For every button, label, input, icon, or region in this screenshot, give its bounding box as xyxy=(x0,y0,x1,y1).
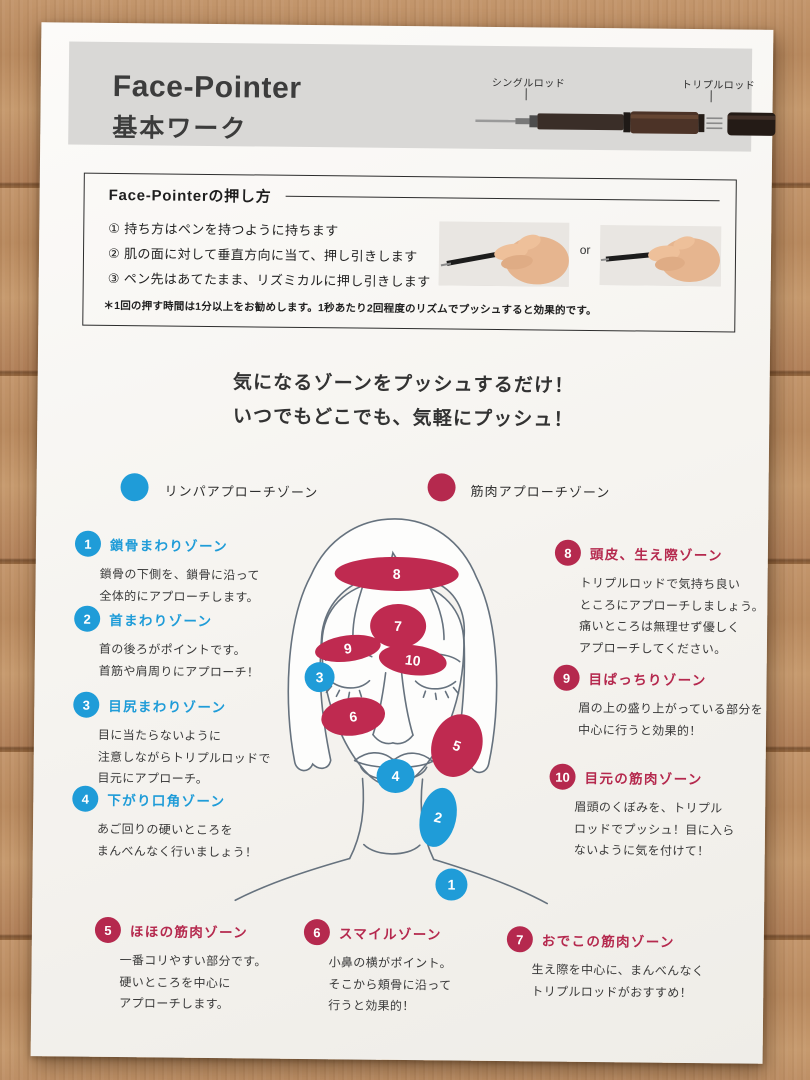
zone-number-badge: 3 xyxy=(73,691,100,718)
zone-item-8: 8 頭皮、生え際ゾーン トリプルロッドで気持ち良い ところにアプローチしましょう。… xyxy=(554,539,767,662)
tagline-line-2: いつでもどこでも、気軽にプッシュ！ xyxy=(232,406,574,431)
zone-title: おでこの筋肉ゾーン xyxy=(541,933,675,950)
howto-section: Face-Pointerの押し方 ① 持ち方はペンを持つように持ちます ② 肌の… xyxy=(82,172,737,333)
zone-number-badge: 9 xyxy=(553,664,580,691)
zone-description: あご回りの硬いところを まんべんなく行いましょう！ xyxy=(96,821,258,860)
face-marker-1: 1 xyxy=(435,868,468,901)
page-title: Face-Pointer xyxy=(112,69,302,105)
howto-step-1: ① 持ち方はペンを持つように持ちます xyxy=(108,220,339,239)
face-marker-3: 3 xyxy=(304,661,335,693)
zone-title: 鎖骨まわりゾーン xyxy=(109,537,229,555)
zone-number-badge: 10 xyxy=(549,763,576,790)
zone-item-2: 2 首まわりゾーン 首の後ろがポイントです。 首筋や肩周りにアプローチ！ xyxy=(74,605,280,684)
zone-description: トリプルロッドで気持ち良い ところにアプローチしましょう。 痛いところは無理せず… xyxy=(578,575,765,657)
zone-number-badge: 6 xyxy=(303,918,331,946)
device-illustration: シングルロッド トリプルロッド xyxy=(473,74,784,147)
zone-item-6: 6 スマイルゾーン 小鼻の横がポイント。 そこから頬骨に沿って 行うと効果的！ xyxy=(303,918,509,1019)
zone-item-5: 5 ほほの筋肉ゾーン 一番コリやすい部分です。 硬いところを中心に アプローチしま… xyxy=(94,916,300,1017)
howto-step-2: ② 肌の面に対して垂直方向に当て、押し引きします xyxy=(107,245,418,265)
zone-number-badge: 7 xyxy=(506,926,533,953)
zone-description: 眉頭のくぼみを、トリプル ロッドでプッシュ！目に入ら ないように気を付けて！ xyxy=(573,799,735,859)
howto-steps: ① 持ち方はペンを持つように持ちます ② 肌の面に対して垂直方向に当て、押し引き… xyxy=(108,216,432,294)
zone-item-7: 7 おでこの筋肉ゾーン 生え際を中心に、まんべんなく トリプルロッドがおすすめ！ xyxy=(506,926,719,1004)
zone-title: スマイルゾーン xyxy=(338,926,442,943)
lymph-legend-dot xyxy=(120,473,149,502)
instruction-sheet: Face-Pointer 基本ワーク シングルロッド トリプルロッド xyxy=(30,22,776,1064)
zone-description: 鎖骨の下側を、鎖骨に沿って 全体的にアプローチします。 xyxy=(99,566,260,605)
or-label: or xyxy=(579,242,591,257)
tagline: 気になるゾーンをプッシュするだけ！ いつでもどこでも、気軽にプッシュ！ xyxy=(37,364,770,440)
zone-description: 生え際を中心に、まんべんなく トリプルロッドがおすすめ！ xyxy=(531,962,705,1000)
zone-item-1: 1 鎖骨まわりゾーン 鎖骨の下側を、鎖骨に沿って 全体的にアプローチします。 xyxy=(74,530,280,609)
hand-holding-pen-photo-1 xyxy=(438,221,570,287)
zone-title: 目元の筋肉ゾーン xyxy=(584,770,703,788)
howto-step-3: ③ ペン先はあてたまま、リズミカルに押し引きします xyxy=(107,270,431,290)
face-diagram: 8 7 9 10 3 6 5 4 2 1 xyxy=(211,503,571,907)
zone-description: 眉の上の盛り上がっている部分を 中心に行うと効果的！ xyxy=(577,700,764,738)
zone-number-badge: 4 xyxy=(72,785,99,812)
zone-number-badge: 2 xyxy=(74,605,101,632)
face-pointer-device-icon xyxy=(475,111,776,136)
zone-number-badge: 5 xyxy=(94,916,122,944)
single-rod-pointer-line xyxy=(525,88,527,101)
triple-rod-label: トリプルロッド xyxy=(681,79,756,92)
face-marker-4: 4 xyxy=(376,758,415,794)
zone-title: 目尻まわりゾーン xyxy=(108,698,227,716)
zone-item-9: 9 目ぱっちりゾーン 眉の上の盛り上がっている部分を 中心に行うと効果的！ xyxy=(553,664,766,743)
zone-title: 頭皮、生え際ゾーン xyxy=(589,546,723,564)
zone-title: 首まわりゾーン xyxy=(109,612,213,630)
zone-description: 一番コリやすい部分です。 硬いところを中心に アプローチします。 xyxy=(119,953,267,1012)
zone-item-10: 10 目元の筋肉ゾーン 眉頭のくぼみを、トリプル ロッドでプッシュ！目に入ら ない… xyxy=(549,763,762,864)
howto-title: Face-Pointerの押し方 xyxy=(108,186,272,206)
zone-title: 目ぱっちりゾーン xyxy=(588,671,707,689)
zone-description: 首の後ろがポイントです。 首筋や肩周りにアプローチ！ xyxy=(98,641,260,680)
zone-description: 小鼻の横がポイント。 そこから頬骨に沿って 行うと効果的！ xyxy=(328,955,453,1014)
hand-holding-pen-photo-2 xyxy=(599,225,722,287)
zone-item-3: 3 目尻まわりゾーン 目に当たらないように 注意しながらトリプルロッドで 目元にア… xyxy=(72,691,278,792)
zone-item-4: 4 下がり口角ゾーン あご回りの硬いところを まんべんなく行いましょう！ xyxy=(72,785,278,864)
howto-header: Face-Pointerの押し方 xyxy=(109,184,720,211)
howto-footnote: ＊1回の押す時間は1分以上をお勧めします。1秒あたり2回程度のリズムでプッシュす… xyxy=(103,299,597,318)
single-rod-label: シングルロッド xyxy=(491,77,566,90)
hand-pen-icon xyxy=(438,221,570,287)
zone-title: 下がり口角ゾーン xyxy=(107,792,226,810)
header-band: Face-Pointer 基本ワーク シングルロッド トリプルロッド xyxy=(68,41,776,152)
page-subtitle: 基本ワーク xyxy=(112,113,248,144)
lymph-legend-label: リンパアプローチゾーン xyxy=(164,483,319,501)
triple-rod-pointer-line xyxy=(710,90,712,103)
howto-divider-line xyxy=(285,195,720,202)
zone-number-badge: 8 xyxy=(554,539,582,566)
muscle-legend-dot xyxy=(427,473,456,502)
zone-title: ほほの筋肉ゾーン xyxy=(129,924,249,941)
zone-number-badge: 1 xyxy=(74,530,102,557)
hand-pen-icon xyxy=(599,225,722,287)
zone-description: 目に当たらないように 注意しながらトリプルロッドで 目元にアプローチ。 xyxy=(97,727,271,787)
muscle-legend-label: 筋肉アプローチゾーン xyxy=(470,483,611,501)
